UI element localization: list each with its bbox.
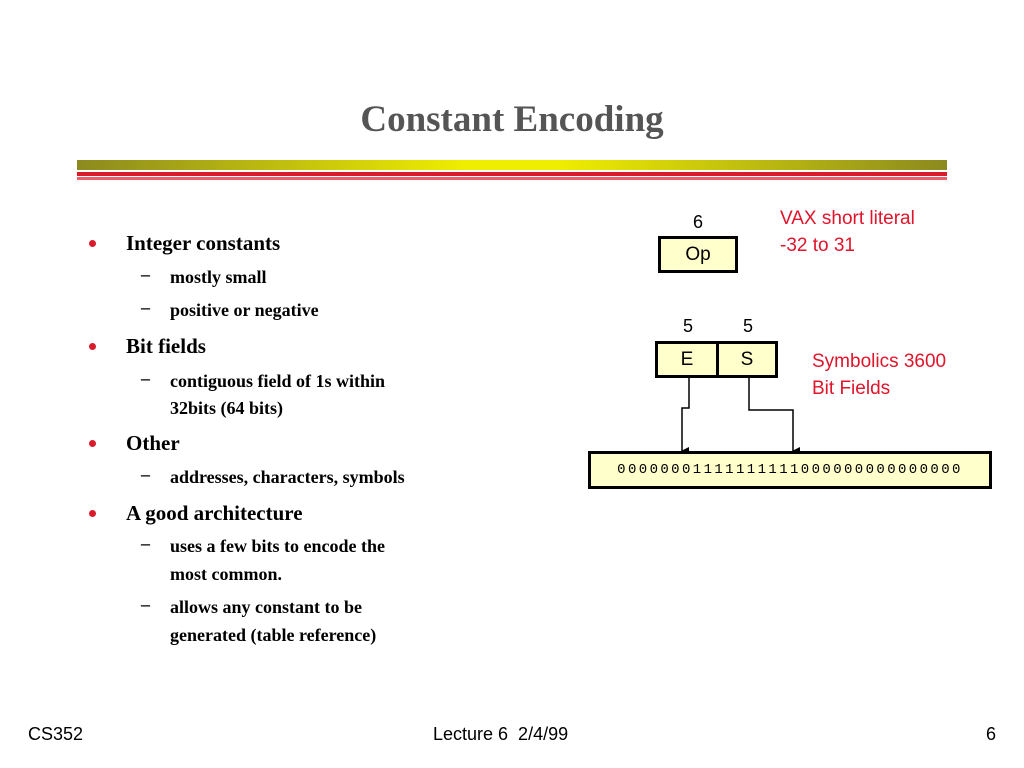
s-width-label: 5: [743, 316, 754, 336]
dash-icon: –: [141, 368, 150, 388]
bullet-dot-icon: [89, 440, 96, 447]
dash-icon: –: [141, 594, 150, 614]
slide-title: Constant Encoding: [360, 99, 664, 140]
bullet-dot-icon: [89, 343, 96, 350]
s-field-box: S: [716, 341, 778, 378]
vax-label-line1: VAX short literal: [780, 208, 915, 229]
bullet-item: Other: [126, 431, 180, 455]
sub-bullet-item: mostly small: [170, 267, 267, 287]
footer-page-number: 6: [986, 724, 997, 744]
bullet-dot-icon: [89, 510, 96, 517]
sub-bullet-item-continued: most common.: [170, 564, 282, 584]
bullet-item: Bit fields: [126, 334, 206, 358]
dash-icon: –: [141, 264, 150, 284]
dash-icon: –: [141, 297, 150, 317]
op-field-box: Op: [658, 236, 738, 273]
title-rule-red-light: [77, 177, 947, 180]
sub-bullet-item: uses a few bits to encode the: [170, 536, 385, 556]
sub-bullet-item-continued: 32bits (64 bits): [170, 398, 284, 418]
s-connector-arrow: [748, 378, 800, 455]
title-rule-red: [77, 172, 947, 176]
sub-bullet-item: allows any constant to be: [170, 597, 363, 617]
title-rule-olive: [77, 160, 947, 170]
footer-lecture: Lecture 6 2/4/99: [433, 724, 569, 744]
sub-bullet-item: positive or negative: [170, 300, 319, 320]
sub-bullet-item: contiguous field of 1s within: [170, 371, 386, 391]
symbolics-label-line2: Bit Fields: [812, 378, 891, 399]
e-connector-arrow: [681, 378, 690, 455]
e-field-box: E: [655, 341, 719, 378]
sub-bullet-item: addresses, characters, symbols: [170, 467, 405, 487]
symbolics-label-line1: Symbolics 3600: [812, 351, 947, 372]
bullet-item: Integer constants: [126, 231, 281, 255]
bullet-item: A good architecture: [126, 501, 303, 525]
e-width-label: 5: [683, 316, 694, 336]
bit-pattern-box: 00000001111111111000000000000000: [588, 451, 992, 489]
bullet-dot-icon: [89, 240, 96, 247]
dash-icon: –: [141, 533, 150, 553]
dash-icon: –: [141, 464, 150, 484]
op-width-label: 6: [693, 212, 704, 232]
sub-bullet-item-continued: generated (table reference): [170, 625, 377, 645]
footer-course: CS352: [28, 724, 84, 744]
vax-label-line2: -32 to 31: [780, 235, 855, 256]
